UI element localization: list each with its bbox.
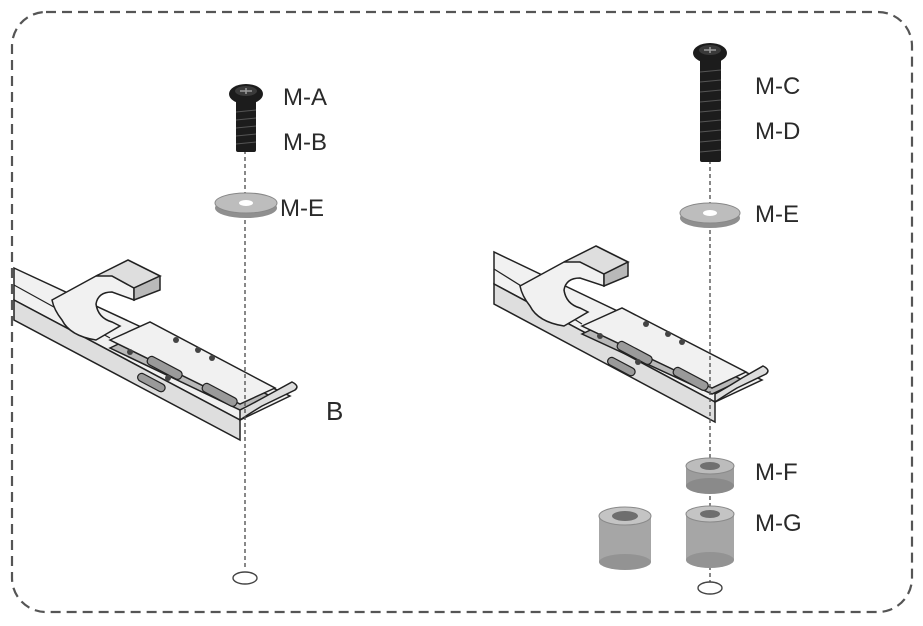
spacer-tall: [685, 505, 735, 568]
right-washer: [679, 202, 741, 228]
label-m-f: M-F: [755, 459, 798, 486]
left-washer: [214, 192, 278, 218]
spacer-tall-alternate: [598, 506, 652, 570]
label-m-d: M-D: [755, 118, 800, 145]
right-mounting-hole: [697, 581, 723, 595]
left-assembly: M-A M-B M-E B: [13, 84, 343, 585]
label-m-b: M-B: [283, 129, 327, 156]
right-screw: [693, 43, 727, 162]
label-m-a: M-A: [283, 84, 327, 111]
left-screw: [229, 84, 263, 152]
spacer-short: [685, 457, 735, 494]
phillips-cross-icon: [240, 88, 252, 94]
phillips-cross-icon: [704, 47, 716, 53]
dashed-border-frame: [10, 10, 914, 614]
left-mounting-hole: [232, 571, 258, 585]
label-m-g: M-G: [755, 510, 802, 537]
right-assembly: M-C M-D M-E M-F M-G: [493, 43, 802, 595]
label-m-c: M-C: [755, 73, 800, 100]
label-b: B: [326, 396, 343, 426]
rail-bracket-right: [493, 245, 769, 424]
label-m-e-left: M-E: [280, 195, 324, 222]
label-m-e-right: M-E: [755, 201, 799, 228]
rail-bracket-left: [13, 259, 298, 442]
